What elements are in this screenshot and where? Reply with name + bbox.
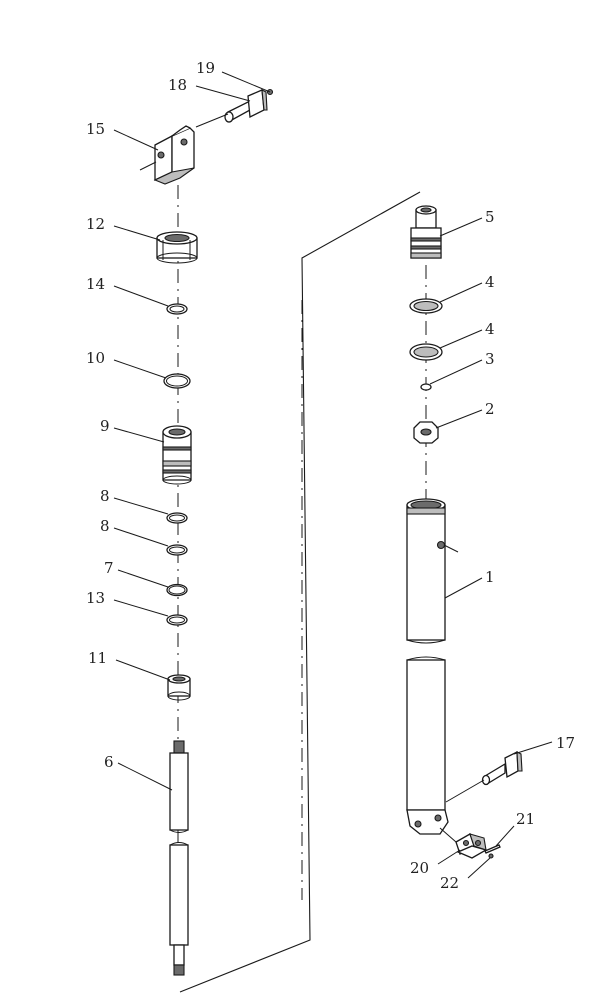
- callout-3: 3: [485, 350, 495, 368]
- callout-21: 21: [516, 810, 535, 828]
- leader-19: [221, 71, 271, 93]
- callout-7: 7: [104, 559, 114, 577]
- part-2-nut: [413, 421, 439, 444]
- leader-20: [437, 849, 461, 865]
- leader-6: [117, 762, 173, 791]
- part-6-piston-rod: [169, 740, 189, 976]
- part-20-retaining-clip: [455, 833, 488, 859]
- part-18-clevis-pin: [224, 89, 268, 123]
- leader-9: [113, 427, 165, 443]
- leader-8a: [113, 497, 169, 515]
- callout-2: 2: [485, 400, 495, 418]
- callout-12: 12: [86, 215, 105, 233]
- leader-17-axis: [445, 779, 485, 803]
- part-21-pin: [484, 844, 501, 854]
- callout-20: 20: [410, 859, 429, 877]
- leader-15-axis: [139, 161, 157, 171]
- callout-22: 22: [440, 874, 459, 892]
- part-22-pin-head: [488, 853, 494, 859]
- leader-4a: [439, 282, 483, 303]
- leader-18-axis: [195, 113, 229, 128]
- part-17-clevis-pin: [481, 750, 523, 786]
- leader-7: [117, 569, 169, 588]
- leader-4b: [439, 329, 483, 349]
- part-15-clevis: [153, 125, 195, 185]
- leader-3: [429, 359, 483, 385]
- callout-19: 19: [196, 59, 215, 77]
- callout-4a: 4: [485, 273, 495, 291]
- part-1-cylinder-barrel: [406, 498, 449, 835]
- callout-6: 6: [104, 753, 114, 771]
- leader-20-axis: [439, 827, 457, 843]
- callout-17: 17: [556, 734, 575, 752]
- leader-15: [113, 129, 159, 151]
- assembly-frame-line: [179, 191, 421, 993]
- leader-13: [113, 599, 169, 617]
- leader-10: [113, 359, 167, 379]
- callout-13: 13: [86, 589, 105, 607]
- callout-9: 9: [100, 417, 110, 435]
- callout-4b: 4: [485, 320, 495, 338]
- leader-1-port: [443, 544, 459, 553]
- part-9-piston: [162, 425, 192, 485]
- leader-14: [113, 285, 169, 307]
- part-12-gland-nut: [156, 231, 198, 264]
- callout-18: 18: [168, 76, 187, 94]
- leader-2: [435, 409, 483, 429]
- callout-14: 14: [86, 275, 105, 293]
- leader-12: [113, 225, 161, 241]
- leader-11: [115, 659, 171, 681]
- part-5-end-fitting: [410, 205, 442, 259]
- leader-8b: [113, 527, 169, 547]
- callout-1: 1: [485, 568, 495, 586]
- leader-21: [495, 825, 515, 847]
- part-11-spacer: [167, 674, 191, 701]
- part-3-o-ring: [420, 383, 432, 391]
- callout-10: 10: [86, 349, 105, 367]
- leader-22: [467, 857, 491, 879]
- callout-8b: 8: [100, 517, 110, 535]
- callout-15: 15: [86, 120, 105, 138]
- callout-8a: 8: [100, 487, 110, 505]
- callout-11: 11: [88, 649, 107, 667]
- leader-5: [439, 217, 483, 237]
- leader-1: [444, 577, 483, 599]
- leader-18: [195, 85, 251, 102]
- leader-17: [513, 741, 553, 755]
- callout-5: 5: [485, 208, 495, 226]
